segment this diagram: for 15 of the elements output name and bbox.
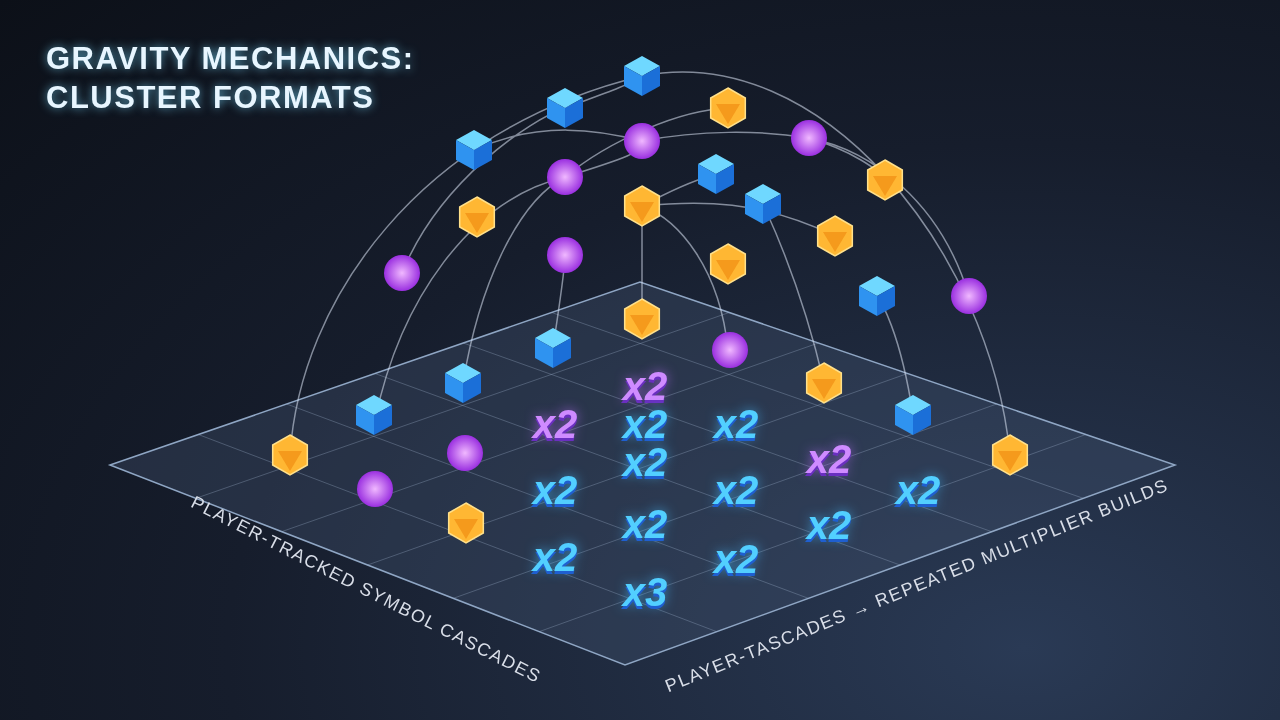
- multiplier-text: x2: [622, 366, 668, 406]
- multiplier-text: x2: [713, 539, 759, 579]
- multiplier-text: x2: [532, 404, 578, 444]
- multiplier-text: x2: [806, 439, 852, 479]
- multiplier-text: x2: [622, 404, 668, 444]
- multiplier-text: x2: [622, 504, 668, 544]
- multiplier-text: x2: [532, 537, 578, 577]
- multiplier-text: x2: [895, 470, 941, 510]
- multiplier-text: x3: [622, 572, 668, 612]
- multiplier-text: x2: [806, 505, 852, 545]
- multiplier-text: x2: [532, 470, 578, 510]
- multiplier-text: x2: [713, 404, 759, 444]
- multiplier-text: x2: [713, 470, 759, 510]
- title: GRAVITY MECHANICS: CLUSTER FORMATS: [46, 40, 416, 117]
- multiplier-text: x2: [622, 442, 668, 482]
